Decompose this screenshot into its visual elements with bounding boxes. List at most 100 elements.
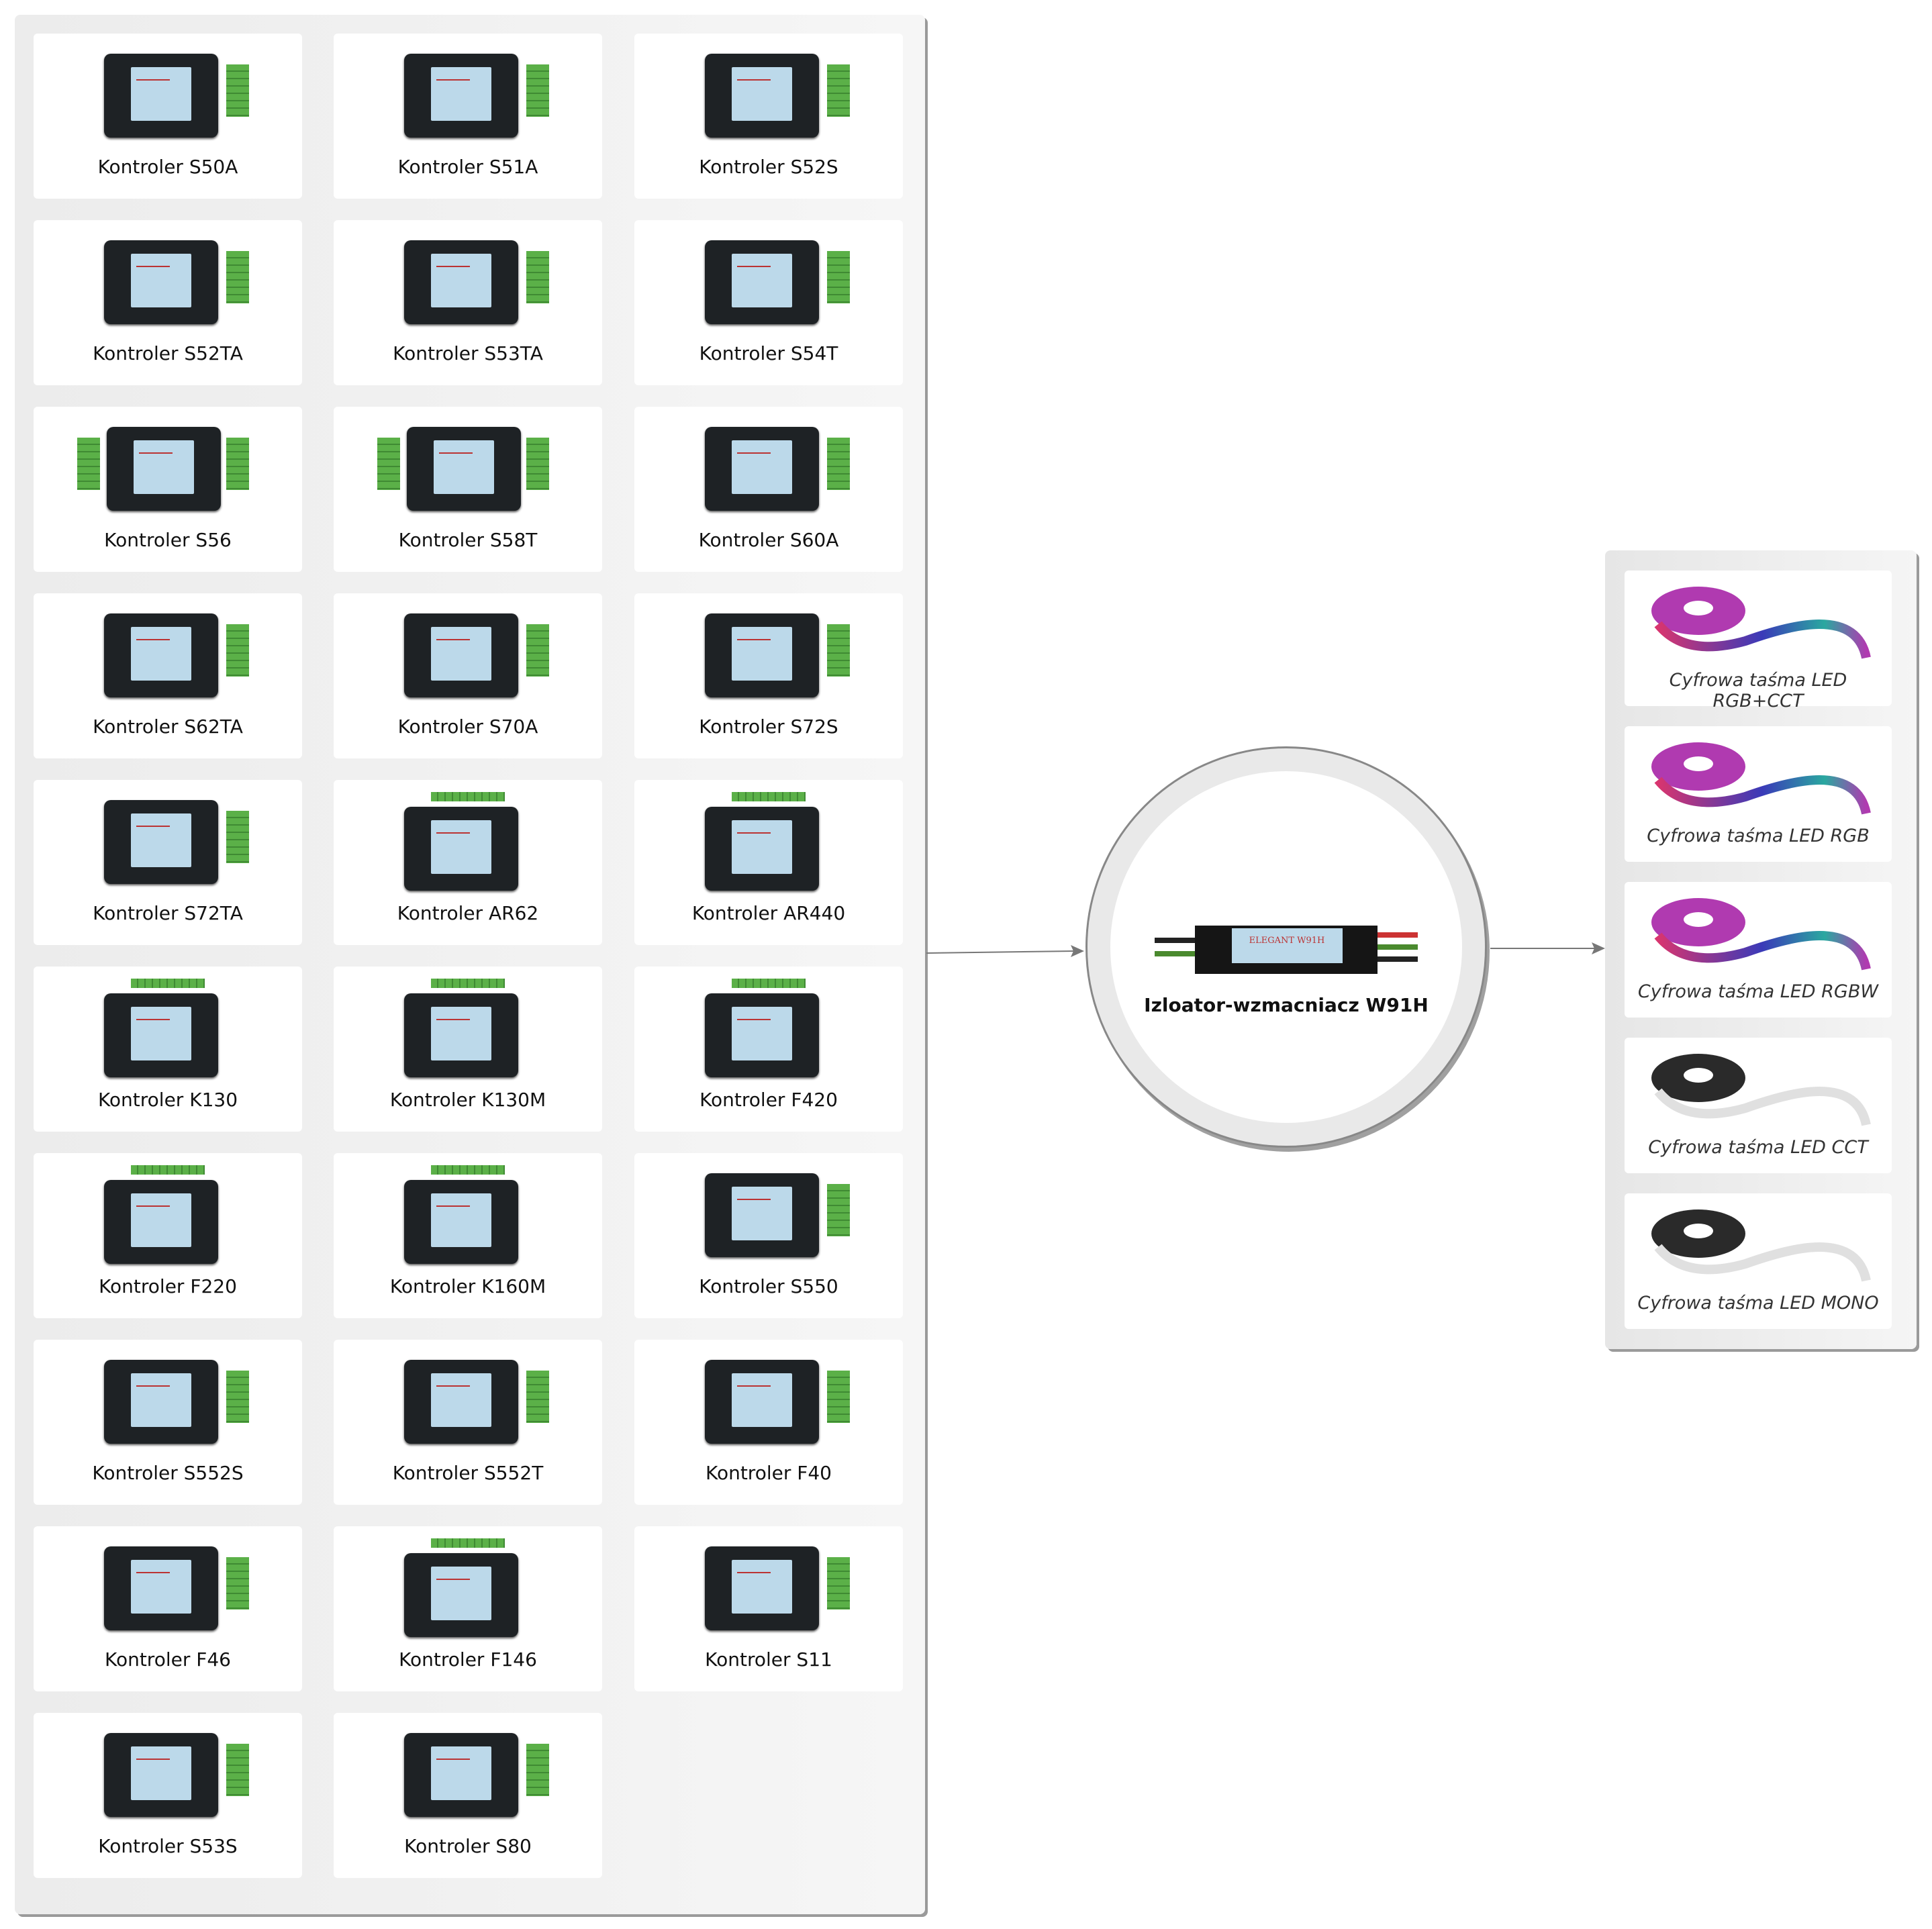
controller-card[interactable]: Kontroler AR440 [634,780,903,945]
led-strip-image [1651,1209,1871,1282]
controller-image [97,979,252,1079]
controller-card[interactable]: Kontroler K130 [34,967,302,1132]
controller-card[interactable]: Kontroler F146 [334,1526,602,1691]
led-strip-card[interactable]: Cyfrowa taśma LED RGBW [1625,882,1892,1018]
controller-label: Kontroler S60A [698,529,839,551]
led-strip-card[interactable]: Cyfrowa taśma LED CCT [1625,1038,1892,1173]
controller-card[interactable]: Kontroler S80 [334,1713,602,1878]
controller-image [698,419,853,520]
led-strip-label: Cyfrowa taśma LED RGB+CCT [1669,670,1847,711]
controller-label: Kontroler F46 [104,1648,231,1671]
controller-label: Kontroler S58T [398,529,538,551]
controller-image [397,792,552,893]
led-strip-label: Cyfrowa taśma LED MONO [1637,1293,1879,1314]
controller-image [97,1352,252,1452]
led-strip-card[interactable]: Cyfrowa taśma LED RGB+CCT [1625,571,1892,711]
controller-card[interactable]: Kontroler S552T [334,1340,602,1505]
controller-card[interactable]: Kontroler F220 [34,1153,302,1318]
controller-card[interactable]: Kontroler S60A [634,407,903,572]
controller-card[interactable]: Kontroler S552S [34,1340,302,1505]
controller-label: Kontroler S70A [397,715,538,738]
isolator-title: Izloator-wzmacniacz W91H [1144,994,1429,1016]
controller-card[interactable]: Kontroler K130M [334,967,602,1132]
led-strip-label: Cyfrowa taśma LED CCT [1648,1137,1868,1158]
controller-card[interactable]: Kontroler S56 [34,407,302,572]
controller-image [97,605,252,706]
controller-image [698,46,853,146]
controller-card[interactable]: Kontroler S550 [634,1153,903,1318]
controller-label: Kontroler K130 [97,1089,238,1111]
controller-image [97,1538,252,1639]
controller-card[interactable]: Kontroler S70A [334,593,602,758]
led-strips-group: Cyfrowa taśma LED RGB+CCT Cyfrowa taśma L… [1605,550,1917,1349]
controller-image [97,792,252,893]
controller-label: Kontroler S62TA [93,715,243,738]
controller-image [397,605,552,706]
controller-image [397,1725,552,1826]
controller-card[interactable]: Kontroler F46 [34,1526,302,1691]
controller-label: Kontroler S11 [705,1648,832,1671]
controller-card[interactable]: Kontroler S11 [634,1526,903,1691]
controller-card[interactable]: Kontroler AR62 [334,780,602,945]
controller-card[interactable]: Kontroler F40 [634,1340,903,1505]
controller-label: Kontroler S552S [92,1462,244,1484]
controller-image [77,419,252,520]
controller-image [698,1352,853,1452]
led-strip-card[interactable]: Cyfrowa taśma LED RGB [1625,726,1892,862]
controllers-group: Kontroler S50A Kontroler S51A Kontroler S5… [15,15,925,1914]
led-strip-label: Cyfrowa taśma LED RGBW [1637,981,1879,1002]
controller-card[interactable]: Kontroler S58T [334,407,602,572]
controller-card[interactable]: Kontroler S53S [34,1713,302,1878]
controller-image [698,605,853,706]
controller-label: Kontroler S80 [404,1835,532,1857]
controller-image [698,792,853,893]
controller-image [377,419,552,520]
controller-card[interactable]: Kontroler S72S [634,593,903,758]
controller-label: Kontroler S550 [699,1275,838,1297]
controller-card[interactable]: Kontroler S52TA [34,220,302,385]
controller-label: Kontroler S51A [397,156,538,178]
controller-card[interactable]: Kontroler S50A [34,34,302,199]
controller-label: Kontroler AR440 [691,902,846,924]
controller-image [97,1725,252,1826]
led-strip-image [1651,898,1871,971]
controller-card[interactable]: Kontroler S52S [634,34,903,199]
controller-card[interactable]: Kontroler S51A [334,34,602,199]
controller-label: Kontroler AR62 [397,902,539,924]
controller-label: Kontroler S552T [392,1462,544,1484]
controller-label: Kontroler K160M [389,1275,546,1297]
controller-card[interactable]: Kontroler S54T [634,220,903,385]
controller-label: Kontroler S50A [97,156,238,178]
controller-label: Kontroler F40 [705,1462,832,1484]
controller-label: Kontroler F220 [99,1275,237,1297]
led-strip-card[interactable]: Cyfrowa taśma LED MONO [1625,1193,1892,1329]
controller-label: Kontroler S72S [699,715,838,738]
controller-label: Kontroler S53TA [393,342,543,364]
controller-image [397,46,552,146]
controller-card[interactable]: Kontroler S62TA [34,593,302,758]
controller-label: Kontroler S52S [699,156,838,178]
controller-image [97,232,252,333]
isolator-node[interactable]: ELEGANT W91H Izloator-wzmacniacz W91H [1085,746,1487,1148]
controller-label: Kontroler S53S [98,1835,238,1857]
controller-image [97,1165,252,1266]
controller-image [397,232,552,333]
controller-image [397,979,552,1079]
led-strip-label: Cyfrowa taśma LED RGB [1647,826,1870,846]
controller-label: Kontroler K130M [389,1089,546,1111]
controller-label: Kontroler S72TA [93,902,243,924]
controller-image [698,1538,853,1639]
controller-card[interactable]: Kontroler F420 [634,967,903,1132]
controller-image [397,1352,552,1452]
controller-label: Kontroler F146 [399,1648,537,1671]
controller-image [97,46,252,146]
led-strip-image [1651,1054,1871,1126]
controller-card[interactable]: Kontroler S53TA [334,220,602,385]
controller-image [698,1165,853,1266]
controller-image [698,979,853,1079]
controller-label: Kontroler S54T [699,342,838,364]
controller-card[interactable]: Kontroler K160M [334,1153,602,1318]
controller-image [698,232,853,333]
controller-card[interactable]: Kontroler S72TA [34,780,302,945]
led-strip-image [1651,587,1871,659]
